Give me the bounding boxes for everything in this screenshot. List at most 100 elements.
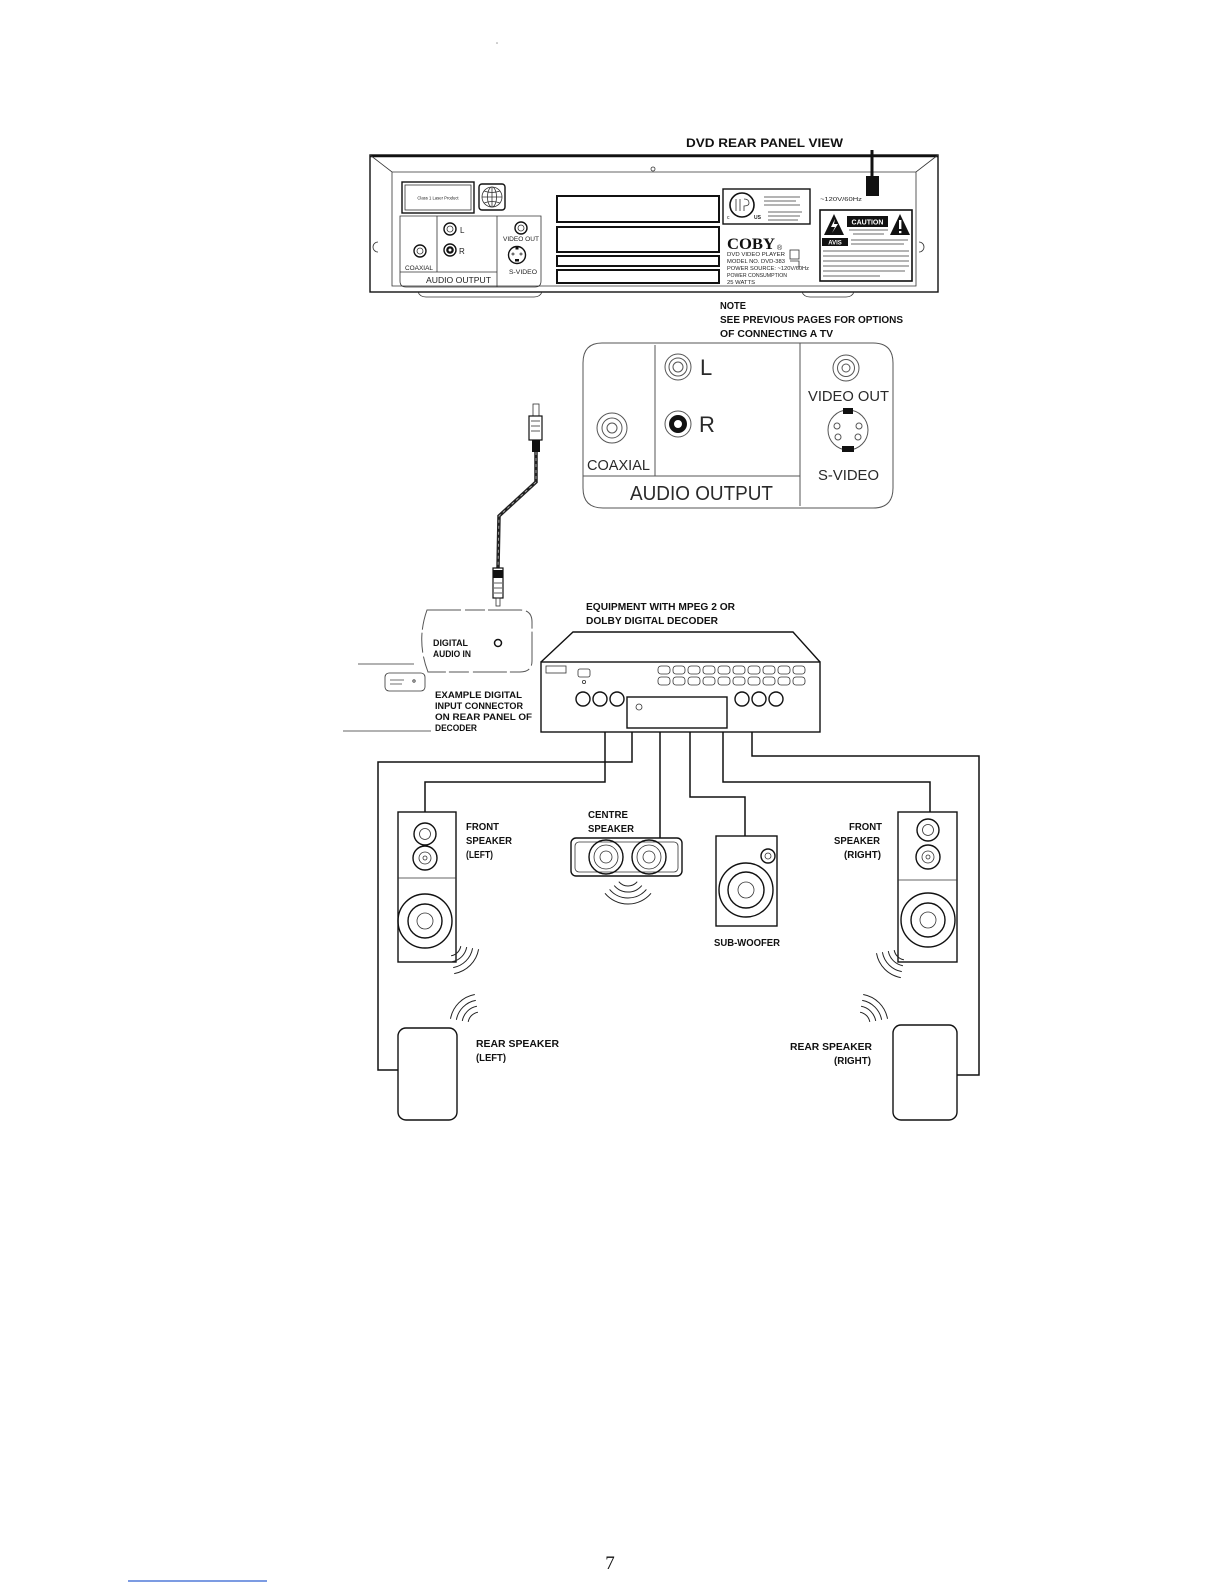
sound-waves (604, 881, 652, 905)
rear-r-label: R (459, 247, 465, 256)
enlarged-audio-panel: L R VIDEO OUT COAXIAL S-VIDEO AUDIO OUTP… (582, 342, 894, 509)
display-indicator (635, 703, 643, 711)
midrange (412, 845, 438, 871)
voltage-label: ~120V/60Hz (820, 197, 863, 203)
optical-port (384, 672, 426, 692)
slot (556, 195, 720, 223)
rear-audio-panel-outline (399, 215, 542, 288)
subwoofer: SUB-WOOFER (714, 835, 781, 949)
sound-waves (859, 949, 905, 1023)
woofer (718, 862, 774, 918)
slot (556, 226, 720, 253)
brand-registered-mark: ® (777, 244, 783, 252)
electric-shock-warning-icon (824, 214, 844, 235)
receiver-button-grid (657, 665, 806, 686)
speaker-wires (377, 732, 980, 1076)
caution-text: CAUTION (852, 220, 884, 227)
front-right-label: SPEAKER (834, 836, 881, 847)
s-video-jack (827, 408, 869, 452)
midrange (915, 844, 941, 870)
centre-label: CENTRE (588, 810, 628, 821)
example-caption-line: INPUT CONNECTOR (435, 701, 523, 712)
rear-right-label: REAR SPEAKER (790, 1042, 873, 1053)
s-video-label: S-VIDEO (818, 467, 879, 484)
video-out-jack (832, 354, 860, 382)
receiver-top (540, 631, 821, 663)
centre-label: SPEAKER (588, 824, 635, 835)
receiver-front (540, 661, 821, 733)
front-left-speaker: FRONT SPEAKER (LEFT) (397, 811, 513, 1023)
front-right-speaker: FRONT SPEAKER (RIGHT) (834, 811, 958, 1023)
side-screw-left (372, 241, 379, 253)
note-line: OF CONNECTING A TV (720, 329, 833, 340)
woofer (397, 893, 453, 949)
digital-input-jack (493, 638, 503, 648)
coaxial-label: COAXIAL (587, 457, 650, 474)
example-caption-line: DECODER (435, 723, 477, 734)
note-heading: NOTE (720, 301, 746, 312)
certification-logo-icon (729, 192, 755, 218)
power-cord-icon (866, 150, 879, 196)
rear-right-label: (RIGHT) (834, 1056, 871, 1067)
wire-front-right (722, 732, 931, 812)
page-number: 7 (605, 1553, 615, 1574)
rear-s-video-label: S-VIDEO (509, 270, 537, 276)
rating-line: POWER CONSUMPTION (727, 273, 787, 279)
brand-name: COBY (727, 236, 775, 253)
laser-product-label: Class 1 Laser Product (401, 181, 475, 214)
rear-panel-title: DVD REAR PANEL VIEW (686, 136, 844, 150)
rating-line: DVD VIDEO PLAYER (727, 252, 785, 258)
rear-coaxial-jack (413, 244, 427, 258)
front-right-label: FRONT (849, 822, 882, 833)
coaxial-cable (492, 403, 543, 607)
rear-r-jack (443, 243, 457, 257)
driver (631, 839, 667, 875)
audio-in-label: AUDIO IN (433, 649, 471, 659)
video-out-label: VIDEO OUT (808, 388, 889, 405)
note: NOTE SEE PREVIOUS PAGES FOR OPTIONS OF C… (720, 301, 903, 340)
sound-waves (450, 945, 480, 1023)
enlarged-panel-outline (582, 342, 894, 509)
digital-input-outline (421, 609, 533, 673)
rating-plate: COBY ® DVD VIDEO PLAYER MODEL NO. DVD-38… (727, 197, 863, 286)
rating-line: MODEL NO. DVD-383 (727, 259, 785, 265)
rear-l-jack (443, 222, 457, 236)
front-left-label: FRONT (466, 822, 499, 833)
rear-left-speaker: REAR SPEAKER (LEFT) (397, 1027, 560, 1121)
receiver-knob-icon (577, 668, 591, 685)
rear-video-out-jack (514, 221, 528, 235)
rear-panel-bevel (369, 154, 939, 287)
subwoofer-label: SUB-WOOFER (714, 938, 781, 949)
slot (556, 269, 720, 284)
receiver-badge (545, 665, 567, 674)
rear-audio-output-label: AUDIO OUTPUT (426, 275, 491, 285)
exclamation-warning-icon (890, 214, 910, 235)
dvd-rear-panel: DVD REAR PANEL VIEW Class 1 Laser Produc… (369, 136, 939, 298)
decoder-caption-line: EQUIPMENT WITH MPEG 2 OR (586, 602, 736, 613)
cable-line (496, 452, 538, 569)
decoder-receiver: EQUIPMENT WITH MPEG 2 OR DOLBY DIGITAL D… (540, 602, 821, 733)
r-label: R (699, 412, 715, 437)
certification-label: c US (722, 188, 811, 225)
front-right-label: (RIGHT) (844, 850, 881, 861)
screw-hole (650, 166, 656, 172)
side-screw (918, 241, 925, 253)
rear-left-label: REAR SPEAKER (476, 1039, 560, 1050)
digital-label: DIGITAL (433, 638, 468, 648)
laser-label-text: Class 1 Laser Product (417, 196, 459, 201)
tweeter (413, 822, 437, 846)
wire-front-left (424, 732, 606, 812)
stray-dot (496, 42, 498, 44)
globe-icon (478, 183, 506, 211)
audio-output-label: AUDIO OUTPUT (630, 483, 773, 505)
rear-s-video-jack (507, 245, 527, 265)
example-caption-line: ON REAR PANEL OF (435, 712, 532, 723)
woofer (900, 892, 956, 948)
rear-coaxial-label: COAXIAL (405, 266, 434, 272)
tweeter (916, 818, 940, 842)
centre-speaker: CENTRE SPEAKER (570, 810, 683, 905)
rating-line: 25 WATTS (727, 280, 756, 286)
slot (556, 255, 720, 267)
l-label: L (700, 355, 712, 380)
